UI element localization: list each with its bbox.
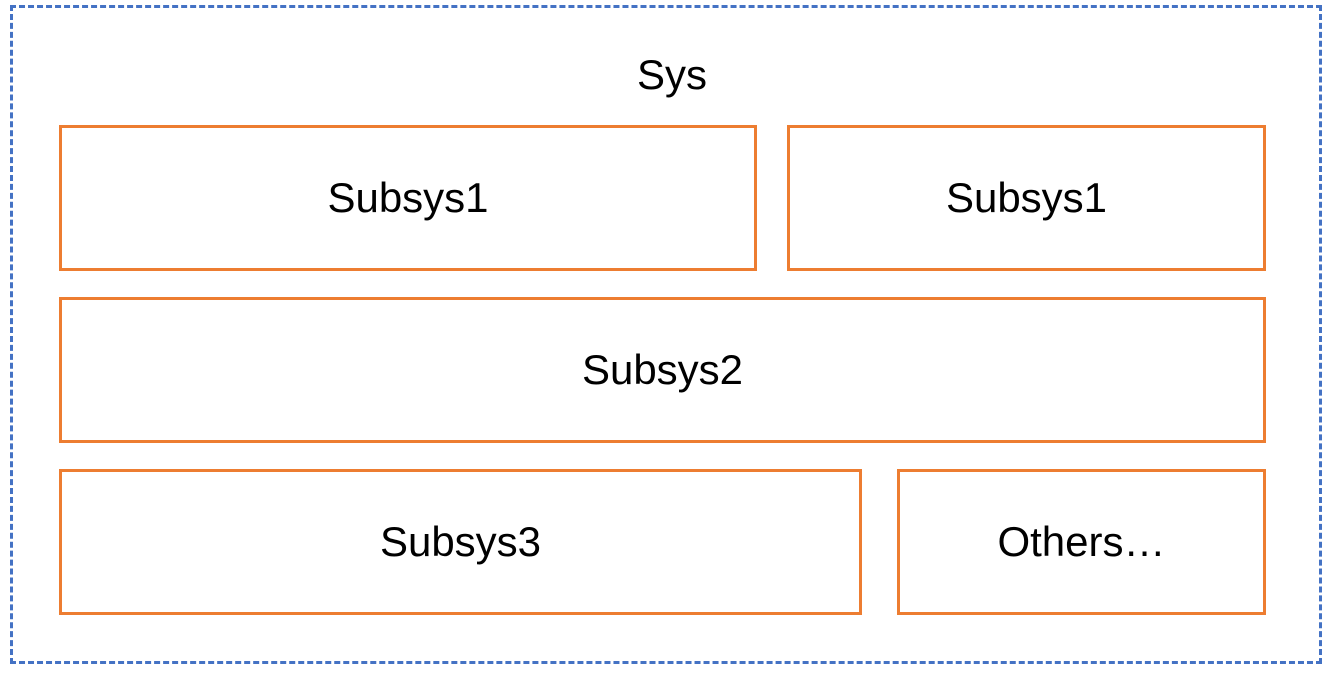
subsystem-block-others: Others…: [897, 469, 1266, 615]
system-label: Sys: [636, 51, 707, 98]
system-boundary: [10, 5, 1322, 664]
subsystem-block-subsys1-right: Subsys1: [787, 125, 1266, 271]
subsystem-block-subsys3: Subsys3: [59, 469, 862, 615]
subsystem-block-subsys1-left: Subsys1: [59, 125, 757, 271]
subsystem-block-subsys2: Subsys2: [59, 297, 1266, 443]
